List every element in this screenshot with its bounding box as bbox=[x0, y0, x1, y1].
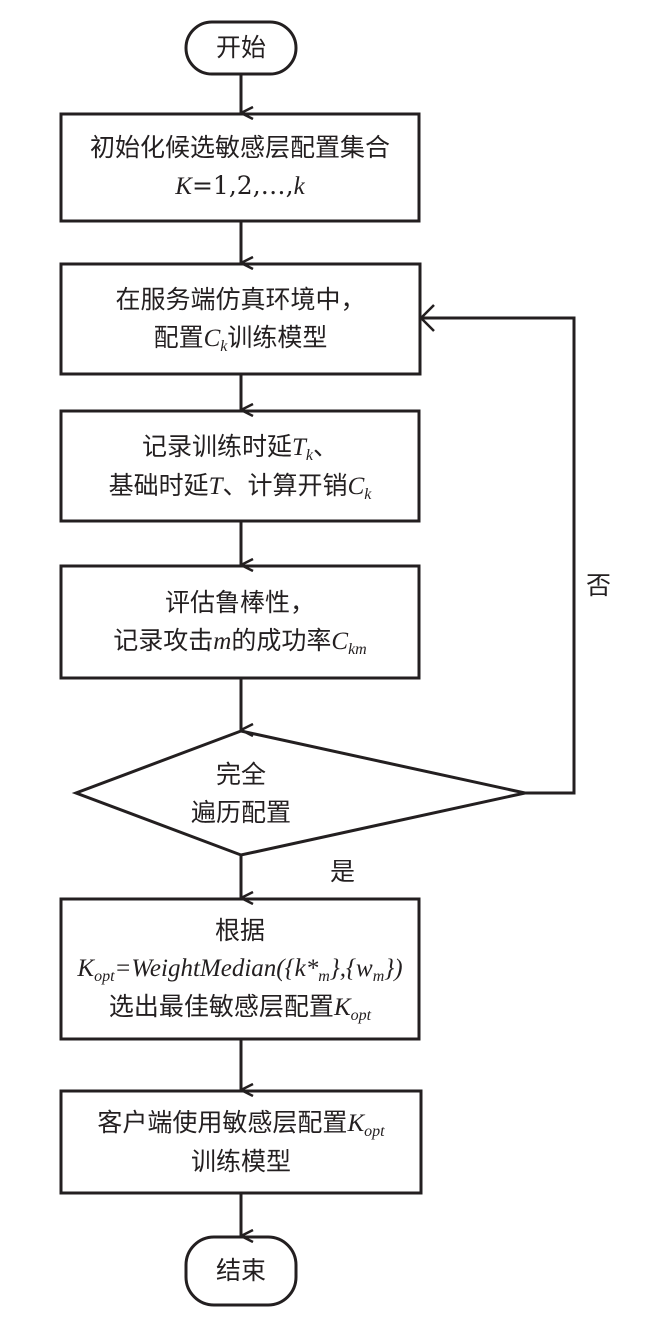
decision-text: 完全 遍历配置 bbox=[141, 756, 341, 832]
var-T: T bbox=[208, 473, 223, 500]
var-K: K bbox=[175, 173, 192, 200]
loop-arrowhead bbox=[419, 304, 435, 332]
client-train-text: 客户端使用敏感层配置Kopt 训练模型 bbox=[61, 1104, 421, 1181]
formula-end: }) bbox=[384, 955, 403, 982]
decision-line2: 遍历配置 bbox=[190, 798, 291, 827]
t: 训练模型 bbox=[227, 323, 328, 352]
record-line1: 记录训练时延Tk、 bbox=[61, 428, 419, 467]
edge-decision-loop-back bbox=[422, 316, 576, 795]
sub-k: k bbox=[305, 447, 313, 464]
t: 选出最佳敏感层配置 bbox=[108, 992, 334, 1021]
var-C: C bbox=[331, 628, 349, 655]
train-sim-line1: 在服务端仿真环境中， bbox=[115, 285, 366, 314]
formula-mid: },{w bbox=[329, 955, 373, 982]
sub-opt: opt bbox=[94, 968, 115, 985]
client-line1: 客户端使用敏感层配置Kopt bbox=[61, 1104, 421, 1143]
t: 、 bbox=[313, 432, 339, 461]
var-k: k bbox=[293, 173, 305, 200]
var-T: T bbox=[291, 434, 306, 461]
train-sim-line2: 配置Ck训练模型 bbox=[61, 319, 420, 358]
yes-label: 是 bbox=[330, 857, 356, 886]
evaluate-line1: 评估鲁棒性， bbox=[164, 588, 315, 617]
var-C: C bbox=[347, 473, 365, 500]
select-formula: Kopt=WeightMedian({k*m},{wm}) bbox=[61, 950, 419, 988]
init-line2: K=1,2,…,k bbox=[61, 167, 419, 206]
t: 、计算开销 bbox=[222, 471, 348, 500]
t: 记录攻击 bbox=[113, 626, 214, 655]
sub-opt: opt bbox=[364, 1123, 385, 1140]
range-text: =1,2,…, bbox=[191, 171, 294, 200]
t: 配置 bbox=[153, 323, 204, 352]
var-K: K bbox=[347, 1110, 365, 1137]
sub-m: m bbox=[318, 968, 330, 985]
no-label: 否 bbox=[586, 571, 612, 600]
formula-eq: =WeightMedian({k* bbox=[114, 955, 319, 982]
t: 的成功率 bbox=[231, 626, 332, 655]
sub-k: k bbox=[364, 486, 372, 503]
var-K: K bbox=[77, 955, 95, 982]
init-line1: 初始化候选敏感层配置集合 bbox=[89, 133, 390, 162]
end-text: 结束 bbox=[215, 1256, 266, 1285]
sub-m: m bbox=[372, 968, 385, 985]
sub-opt: opt bbox=[350, 1007, 372, 1024]
record-line2: 基础时延T、计算开销Ck bbox=[61, 467, 419, 506]
var-m: m bbox=[213, 628, 232, 655]
t: 记录训练时延 bbox=[141, 432, 292, 461]
var-C: C bbox=[203, 325, 221, 352]
train-sim-text: 在服务端仿真环境中， 配置Ck训练模型 bbox=[61, 281, 420, 358]
record-latency-text: 记录训练时延Tk、 基础时延T、计算开销Ck bbox=[61, 428, 419, 506]
evaluate-line2: 记录攻击m的成功率Ckm bbox=[61, 622, 419, 661]
sub-km: km bbox=[348, 641, 367, 658]
t: 基础时延 bbox=[108, 471, 209, 500]
start-text: 开始 bbox=[215, 33, 266, 62]
select-text: 根据 Kopt=WeightMedian({k*m},{wm}) 选出最佳敏感层… bbox=[61, 912, 419, 1027]
select-line1: 根据 bbox=[214, 916, 265, 945]
init-text: 初始化候选敏感层配置集合 K=1,2,…,k bbox=[61, 129, 419, 206]
select-line3: 选出最佳敏感层配置Kopt bbox=[61, 988, 419, 1027]
evaluate-text: 评估鲁棒性， 记录攻击m的成功率Ckm bbox=[61, 584, 419, 661]
t: 客户端使用敏感层配置 bbox=[97, 1108, 348, 1137]
var-K: K bbox=[333, 994, 351, 1021]
sub-k: k bbox=[220, 338, 228, 355]
client-line2: 训练模型 bbox=[190, 1147, 291, 1176]
decision-line1: 完全 bbox=[215, 760, 266, 789]
